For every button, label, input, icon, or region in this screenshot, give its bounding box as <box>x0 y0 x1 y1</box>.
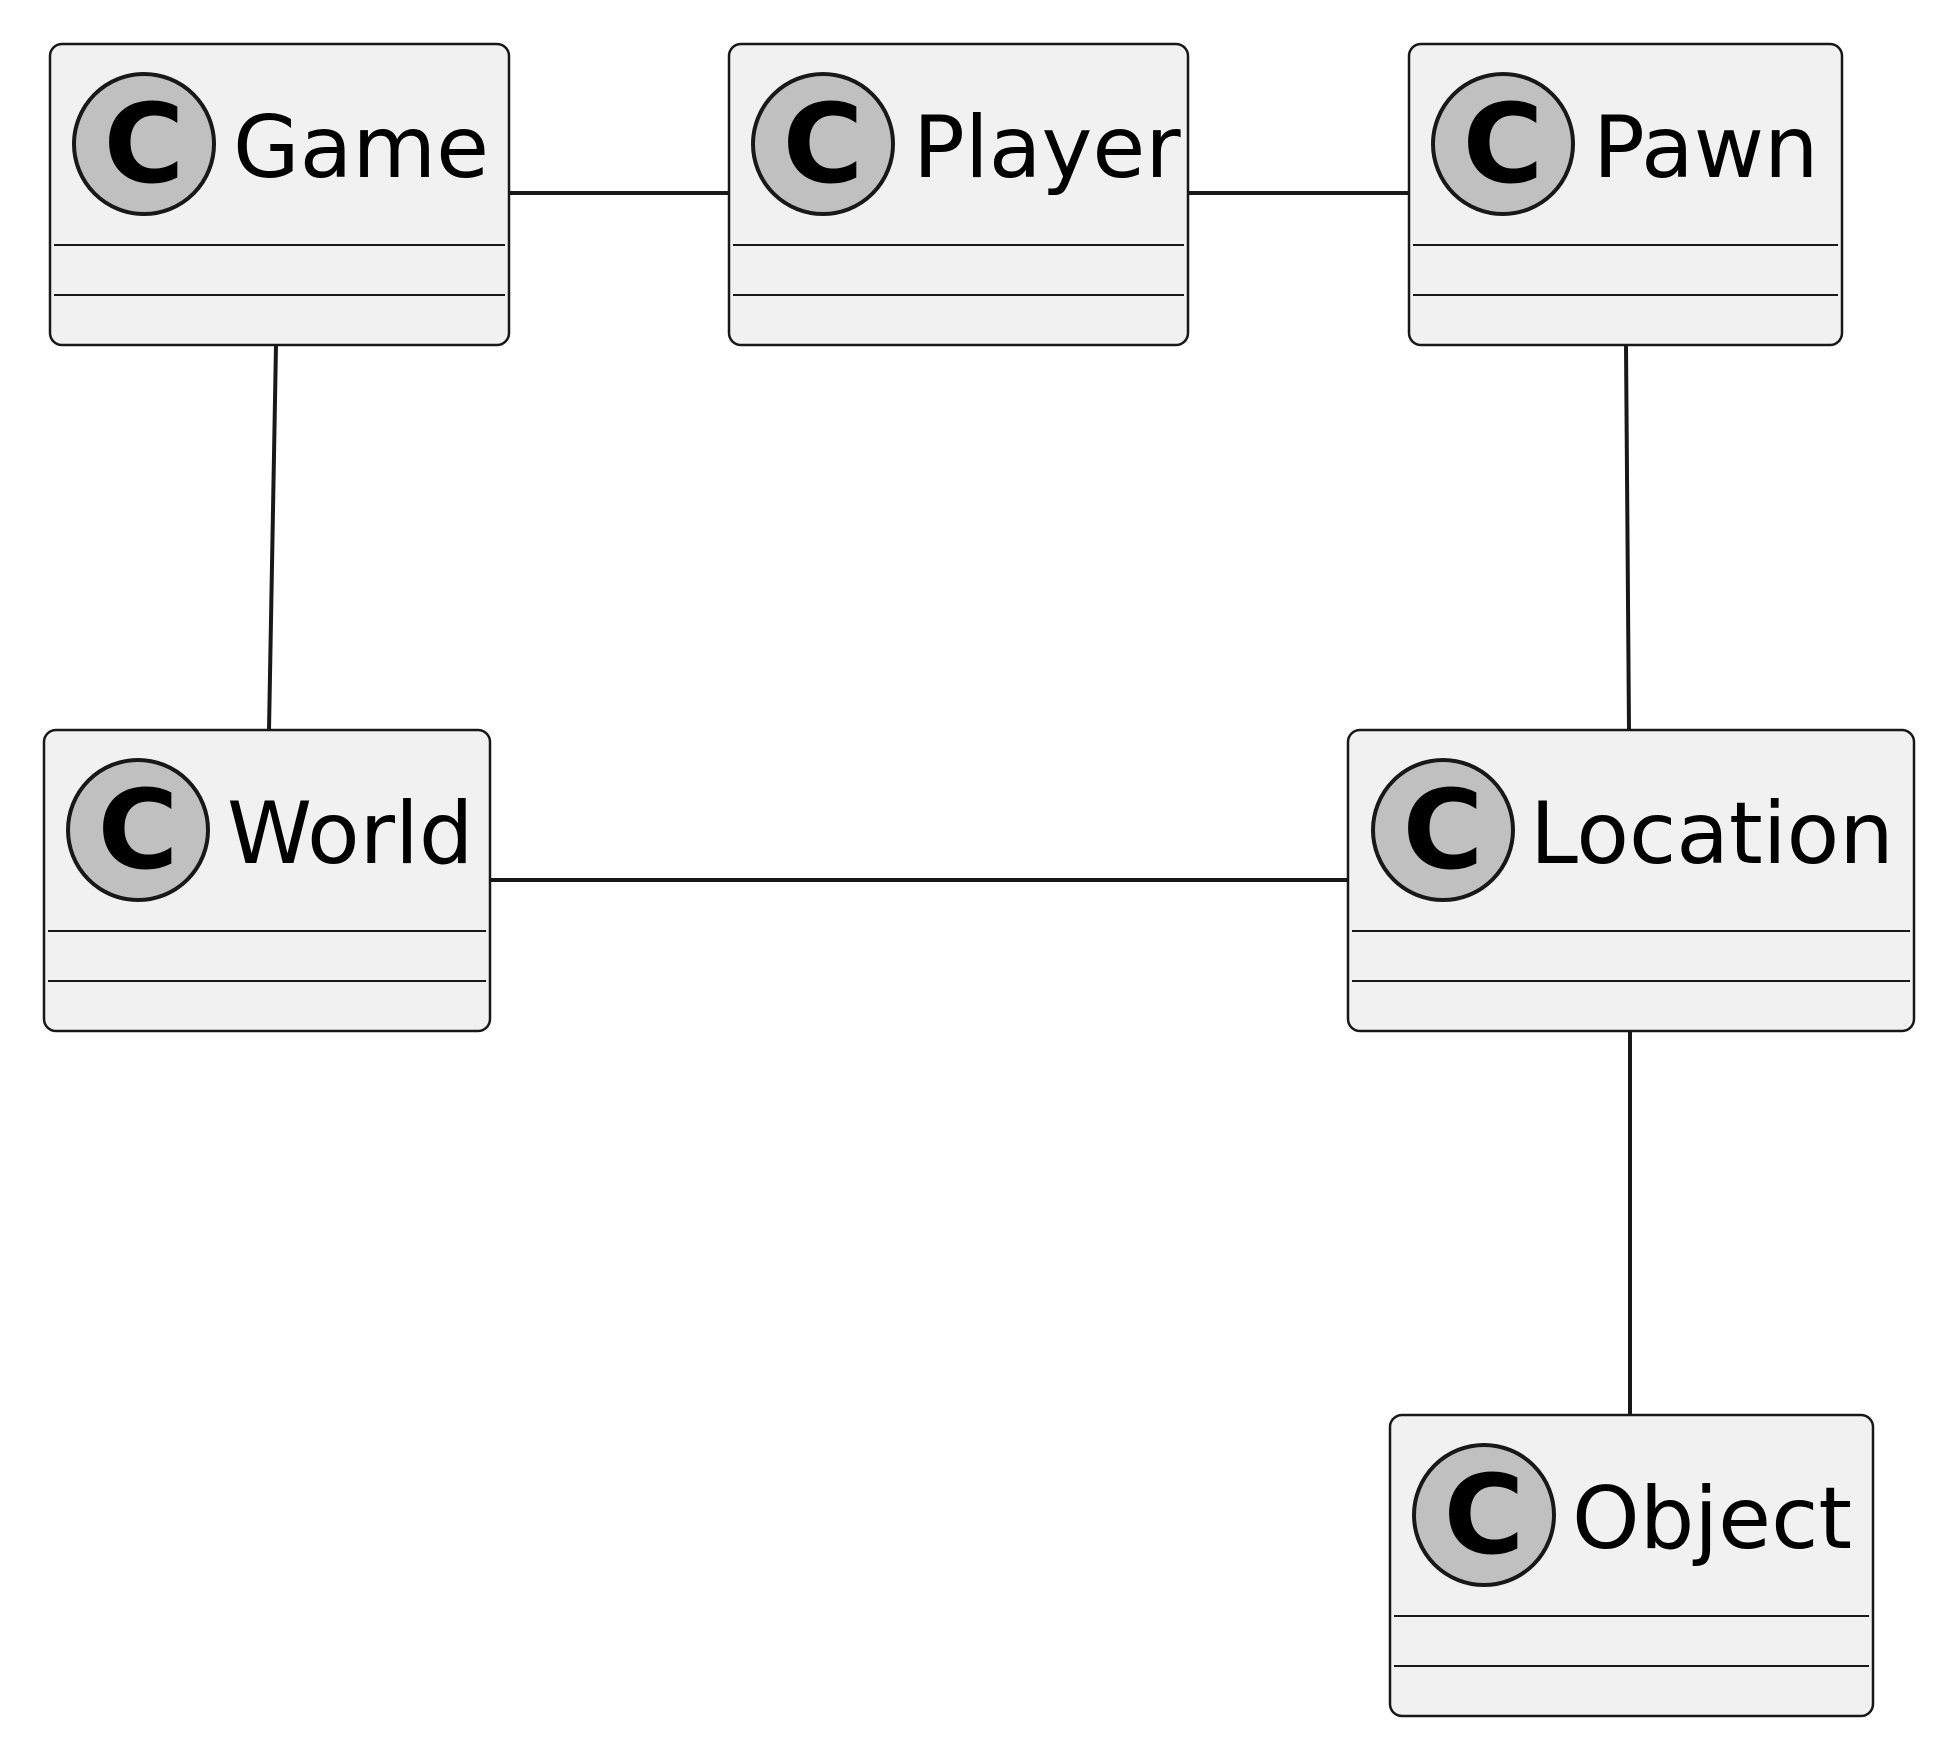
class-game[interactable]: C Game <box>48 42 511 347</box>
class-name-location: Location <box>1530 784 1894 884</box>
class-object[interactable]: C Object <box>1388 1413 1875 1718</box>
class-name-game: Game <box>233 98 489 198</box>
associations <box>267 191 1632 1415</box>
association-game-world <box>267 344 278 731</box>
class-icon <box>1431 72 1575 216</box>
class-icon <box>1371 758 1515 902</box>
class-player[interactable]: C Player <box>727 42 1190 347</box>
class-name-player: Player <box>913 98 1181 198</box>
class-icon-letter: C <box>783 80 864 208</box>
class-icon-letter: C <box>1444 1451 1525 1579</box>
class-location[interactable]: C Location <box>1346 728 1916 1033</box>
class-icon <box>66 758 210 902</box>
class-icon-letter: C <box>1463 80 1544 208</box>
class-icon-letter: C <box>98 766 179 894</box>
class-icon <box>751 72 895 216</box>
class-name-object: Object <box>1572 1469 1852 1569</box>
class-name-world: World <box>227 784 473 884</box>
class-icon-letter: C <box>1403 766 1484 894</box>
class-name-pawn: Pawn <box>1593 98 1819 198</box>
class-world[interactable]: C World <box>42 728 492 1033</box>
class-icon <box>72 72 216 216</box>
class-icon <box>1412 1443 1556 1587</box>
class-icon-letter: C <box>104 80 185 208</box>
association-pawn-location <box>1624 344 1631 731</box>
class-pawn[interactable]: C Pawn <box>1407 42 1844 347</box>
